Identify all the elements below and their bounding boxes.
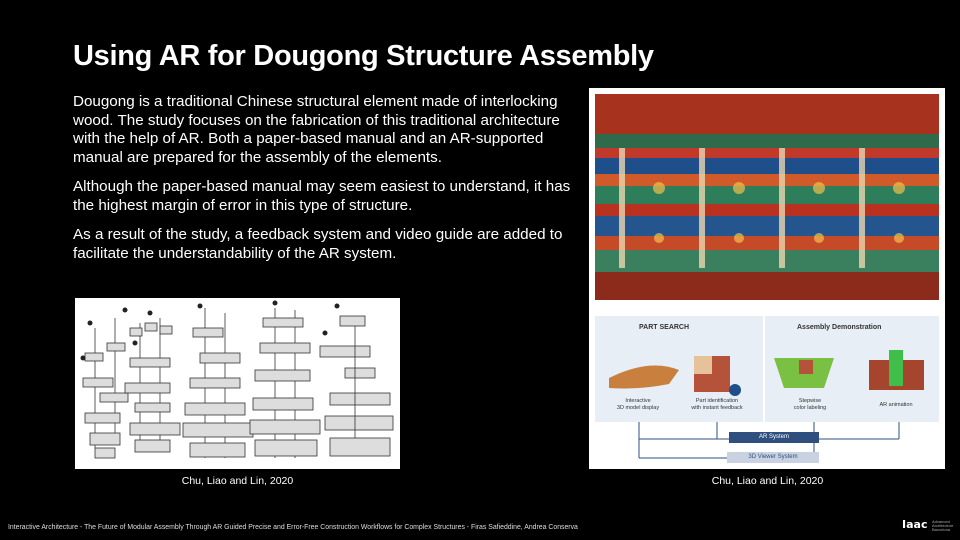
part-search-model [609, 356, 741, 396]
exploded-assembly-drawing [80, 300, 394, 459]
ar-system-label: AR System [758, 434, 789, 440]
left-image-caption: Chu, Liao and Lin, 2020 [181, 475, 294, 487]
paragraph-1: Dougong is a traditional Chinese structu… [73, 93, 560, 166]
viewer-system-box [727, 452, 819, 463]
ar-system-box [729, 432, 819, 443]
assembly-demo-label: Assembly Demonstration [797, 324, 882, 331]
diagram-item-2: Part identification with instant feedbac… [691, 398, 743, 411]
assembly-stack-2 [124, 318, 181, 453]
assembly-demo-model [774, 350, 924, 390]
assembly-stack-3 [182, 308, 254, 458]
right-image-caption: Chu, Liao and Lin, 2020 [711, 475, 824, 487]
diagram-item-1: Interactive 3D model display [616, 398, 660, 411]
exploded-assembly-image [75, 298, 400, 469]
diagram-item-3: Stepwise color labeling [793, 398, 827, 411]
part-search-label: PART SEARCH [639, 324, 690, 331]
assembly-stack-4 [249, 308, 321, 458]
iaac-logo-subtitle: Advanced Architecture Barcelona [932, 519, 954, 532]
slide-body: Dougong is a traditional Chinese structu… [73, 93, 583, 274]
viewer-system-label: 3D Viewer System [748, 454, 798, 460]
dougong-photo [595, 94, 939, 300]
assembly-stack-5 [319, 315, 394, 457]
paragraph-3: As a result of the study, a feedback sys… [73, 226, 563, 262]
paragraph-2: Although the paper-based manual may seem… [73, 178, 571, 214]
dougong-figure [595, 94, 939, 463]
diagram-item-4: AR animation [879, 402, 913, 408]
assembly-stack-1 [82, 318, 129, 459]
ar-system-figure: PART SEARCH Assembly Demonstration Inter… [589, 88, 945, 469]
slide-title: Using AR for Dougong Structure Assembly [73, 40, 654, 72]
footer-text: Interactive Architecture - The Future of… [8, 524, 578, 531]
iaac-logo: Iaac [902, 518, 928, 531]
